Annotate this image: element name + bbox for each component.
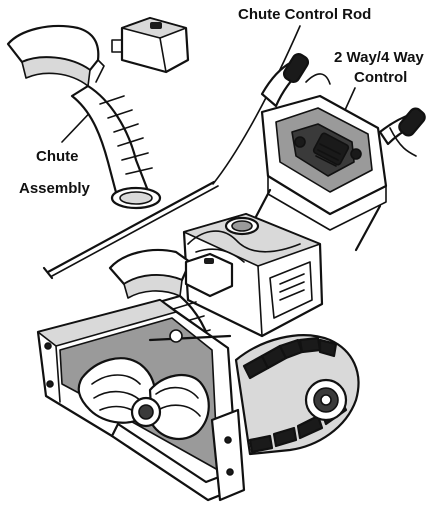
skid-shoe <box>210 408 246 502</box>
leader-chute-control-rod <box>212 25 301 185</box>
chute-control-rod-part <box>42 180 219 280</box>
label-2way-4way-control-line2: Control <box>354 69 407 86</box>
label-2way-4way-control-line1: 2 Way/4 Way <box>334 49 424 66</box>
label-chute-assembly-line1: Chute <box>36 148 79 165</box>
label-chute-control-rod: Chute Control Rod <box>238 6 371 23</box>
label-chute-assembly-line2: Assembly <box>19 180 91 197</box>
snow-blower-machine <box>36 53 426 502</box>
chute-assembly-part <box>6 16 190 210</box>
